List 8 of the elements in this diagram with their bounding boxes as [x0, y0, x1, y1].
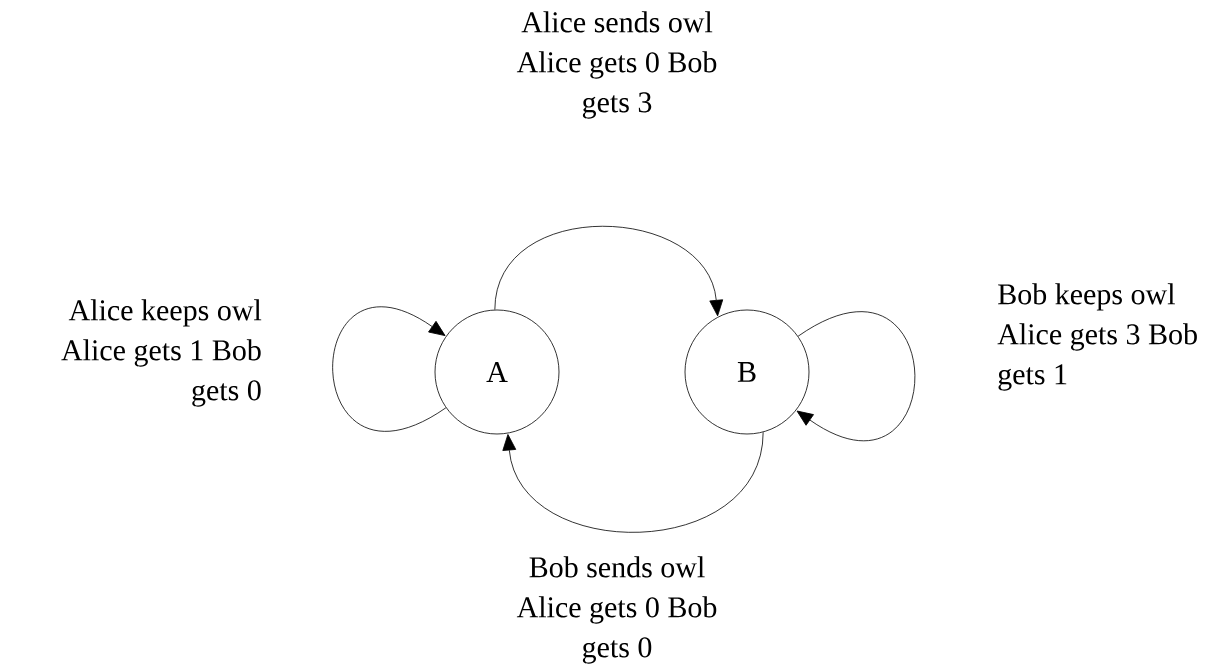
edge-label: Bob sends owl Alice gets 0 Bob gets 0 [516, 556, 717, 664]
edge-label: Bob keeps owl Alice gets 3 Bob gets 1 [997, 283, 1197, 391]
arrow [796, 311, 916, 441]
arrow [494, 225, 724, 317]
arrow [332, 306, 447, 432]
edge-label: Alice keeps owl Alice gets 1 Bob gets 0 [61, 299, 262, 407]
arrow [502, 431, 764, 533]
edge-label: Alice sends owl Alice gets 0 Bob gets 3 [516, 11, 717, 119]
